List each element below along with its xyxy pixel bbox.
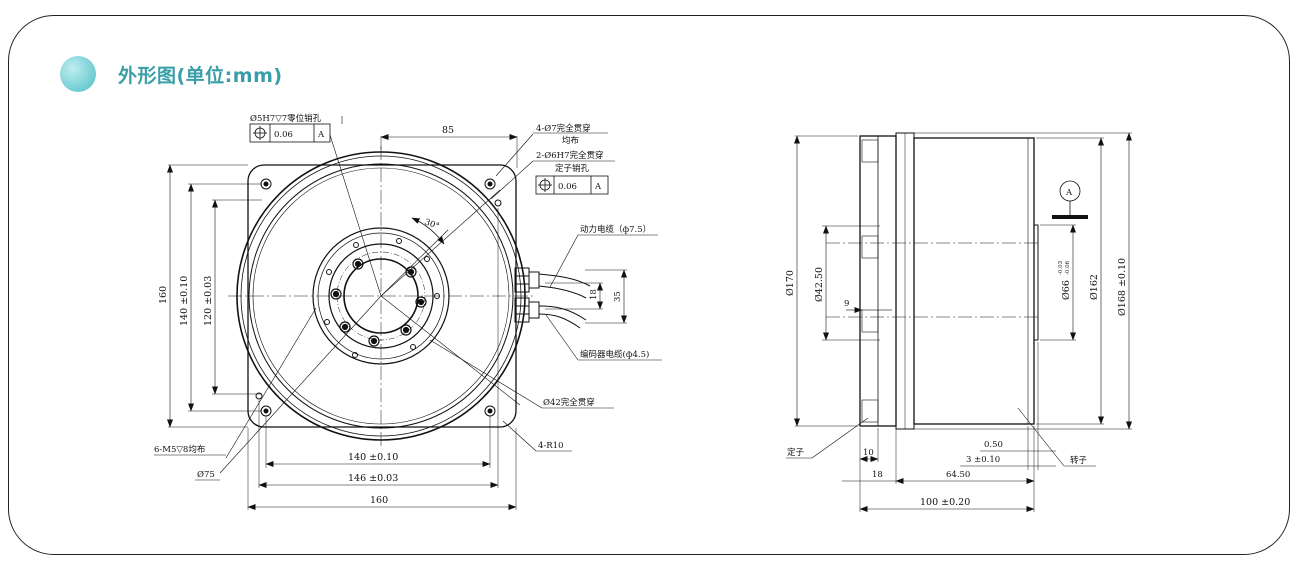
pin2-callout: 2-Ø6H7完全贯穿 bbox=[536, 150, 603, 161]
threaded-holes bbox=[330, 258, 427, 347]
side-view bbox=[786, 132, 1132, 512]
dim-10: 10 bbox=[863, 448, 874, 458]
dim-9: 9 bbox=[844, 299, 849, 309]
rotor-label: 转子 bbox=[1070, 455, 1088, 466]
dim-18-side: 18 bbox=[872, 470, 883, 480]
through-hole-label: Ø42完全贯穿 bbox=[543, 397, 595, 408]
dia-170: Ø170 bbox=[785, 270, 796, 296]
pin-hole-tolerance: 0.06 bbox=[274, 130, 293, 140]
dia-66: Ø66 bbox=[1061, 280, 1072, 300]
datum-a: A bbox=[1065, 188, 1073, 198]
pin2-datum: A bbox=[594, 182, 602, 192]
dia-75: Ø75 bbox=[197, 469, 215, 480]
dia-66-tol-lower: -0.06 bbox=[1065, 260, 1071, 275]
dia-42: Ø42.50 bbox=[814, 267, 825, 302]
dim-146-bottom: 146 ±0.03 bbox=[348, 473, 398, 484]
holes-callout: 4-Ø7完全贯穿 bbox=[536, 123, 591, 134]
pin-hole-datum: A bbox=[317, 130, 325, 140]
cable-glands bbox=[514, 267, 591, 329]
dim-120-left: 120 ±0.03 bbox=[203, 276, 214, 326]
dim-35: 35 bbox=[613, 291, 623, 302]
holes-callout-note: 均布 bbox=[562, 135, 579, 146]
pin2-tolerance: 0.06 bbox=[558, 182, 577, 192]
dim-3: 3 ±0.10 bbox=[966, 455, 1000, 465]
dim-160-bottom: 160 bbox=[370, 495, 388, 506]
dim-100: 100 ±0.20 bbox=[920, 497, 970, 508]
bullet-circle-icon bbox=[60, 56, 96, 92]
pin-hole-callout: Ø5H7▽7零位销孔 bbox=[250, 113, 322, 124]
housing-body bbox=[913, 137, 1035, 425]
dia-168: Ø168 ±0.10 bbox=[1117, 258, 1128, 316]
stator-label: 定子 bbox=[787, 447, 805, 458]
front-view bbox=[154, 116, 662, 510]
dim-6450: 64.50 bbox=[946, 470, 970, 480]
dia-162: Ø162 bbox=[1089, 274, 1100, 300]
drawing-frame bbox=[8, 15, 1290, 555]
dim-18: 18 bbox=[589, 289, 599, 300]
dim-140-left: 140 ±0.10 bbox=[179, 276, 190, 326]
section-header: 外形图(单位:mm) bbox=[60, 56, 283, 92]
section-title: 外形图(单位:mm) bbox=[118, 64, 283, 87]
encoder-cable-label: 编码器电缆(ф4.5) bbox=[580, 349, 649, 360]
pin2-callout-note: 定子销孔 bbox=[555, 163, 590, 174]
radius-label: 4-R10 bbox=[538, 441, 564, 451]
angle-label: 30° bbox=[423, 217, 441, 232]
corner-hole bbox=[484, 178, 496, 190]
dim-85: 85 bbox=[442, 125, 454, 136]
rotor-boss bbox=[1033, 224, 1039, 341]
dim-140-bottom: 140 ±0.10 bbox=[348, 452, 398, 463]
dia-66-tol-upper: -0.03 bbox=[1058, 260, 1064, 275]
dim-050: 0.50 bbox=[984, 440, 1003, 450]
power-cable-label: 动力电缆（ф7.5） bbox=[580, 224, 651, 235]
dim-160-left: 160 bbox=[158, 286, 169, 304]
thread-callout: 6-M5▽8均布 bbox=[154, 444, 205, 455]
